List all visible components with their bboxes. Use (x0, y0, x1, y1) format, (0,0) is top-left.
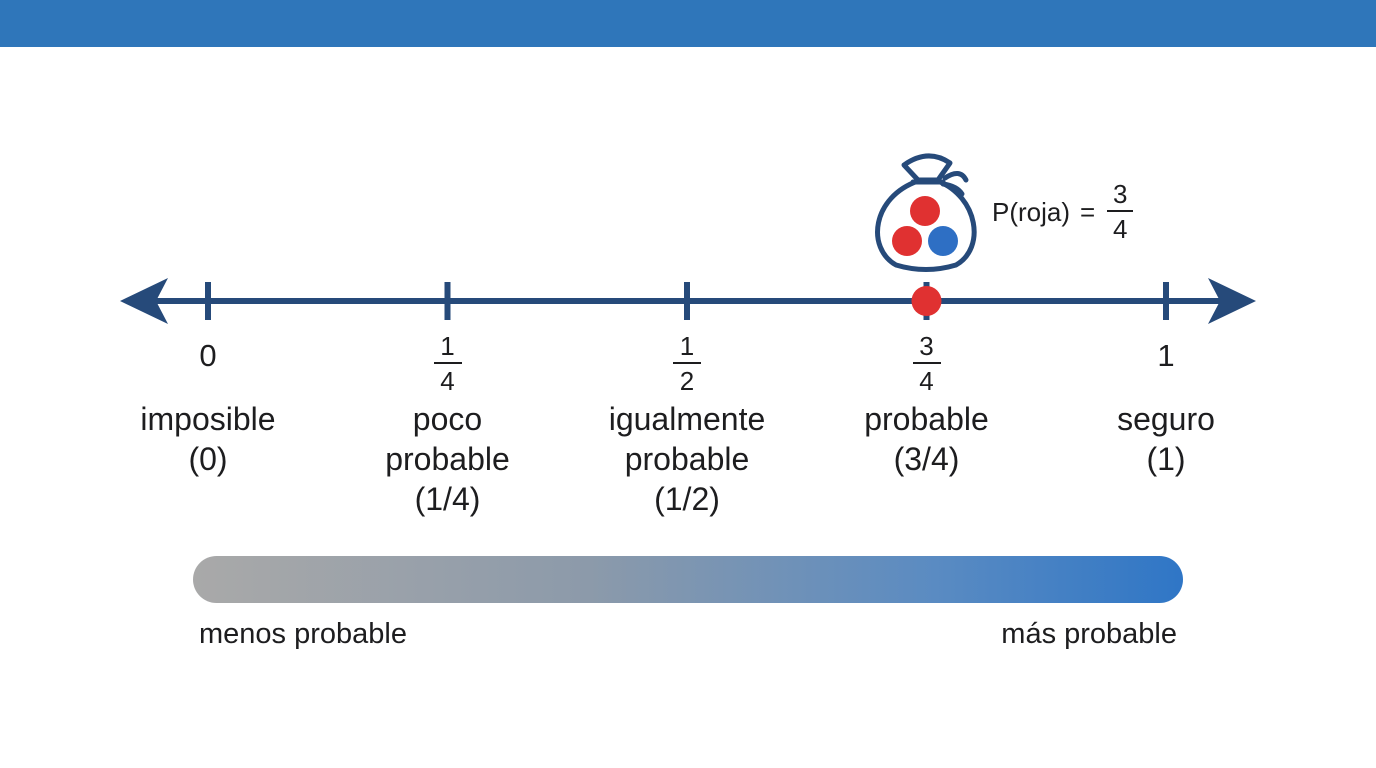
category-label-line: probable (864, 401, 989, 437)
category-label: poco probable (1/4) (338, 399, 558, 519)
tick-numerator: 1 (433, 333, 462, 364)
category-label-line: (1/4) (414, 481, 481, 517)
blue-ball (928, 226, 958, 256)
red-ball-left (892, 226, 922, 256)
tick-numerator: 1 (673, 333, 701, 364)
arrow-left-icon (120, 278, 168, 324)
probability-marker (911, 286, 942, 316)
formula-numerator: 3 (1107, 181, 1134, 212)
category-label-line: (1) (1146, 441, 1186, 477)
category-label-line: imposible (140, 401, 276, 437)
formula-fraction: 3 4 (1107, 181, 1134, 244)
category-label-line: (1/2) (654, 481, 720, 517)
tick-denominator: 4 (440, 366, 455, 396)
bag-icon (875, 153, 977, 272)
formula-lhs: P(roja) (992, 196, 1071, 227)
category-label: seguro (1) (1056, 399, 1276, 479)
tick-value: 1 (1157, 338, 1175, 373)
category-label-line: poco (412, 401, 483, 437)
probability-formula: P(roja) = 3 4 (992, 181, 1134, 244)
tick-numerator: 3 (912, 333, 941, 364)
scale-left-label: menos probable (199, 618, 407, 650)
scale-right-label: más probable (1001, 618, 1177, 650)
category-label-line: probable (624, 441, 750, 477)
category-label-line: probable (385, 441, 510, 477)
category-label-line: (3/4) (893, 441, 960, 477)
category-label: igualmente probable (1/2) (577, 399, 797, 519)
category-label: imposible (0) (98, 399, 318, 479)
tick-value: 0 (199, 338, 217, 373)
category-label-line: igualmente (608, 401, 766, 437)
red-ball-top (910, 196, 940, 226)
header-bar (0, 0, 1376, 47)
arrow-right-icon (1208, 278, 1256, 324)
formula-denominator: 4 (1112, 214, 1128, 244)
category-label: probable (3/4) (817, 399, 1037, 479)
category-label-line: seguro (1117, 401, 1215, 437)
category-label-line: (0) (188, 441, 228, 477)
likelihood-gradient-bar (193, 556, 1183, 603)
tick-denominator: 2 (679, 366, 695, 396)
tick-denominator: 4 (919, 366, 934, 396)
formula-equals: = (1080, 196, 1096, 227)
